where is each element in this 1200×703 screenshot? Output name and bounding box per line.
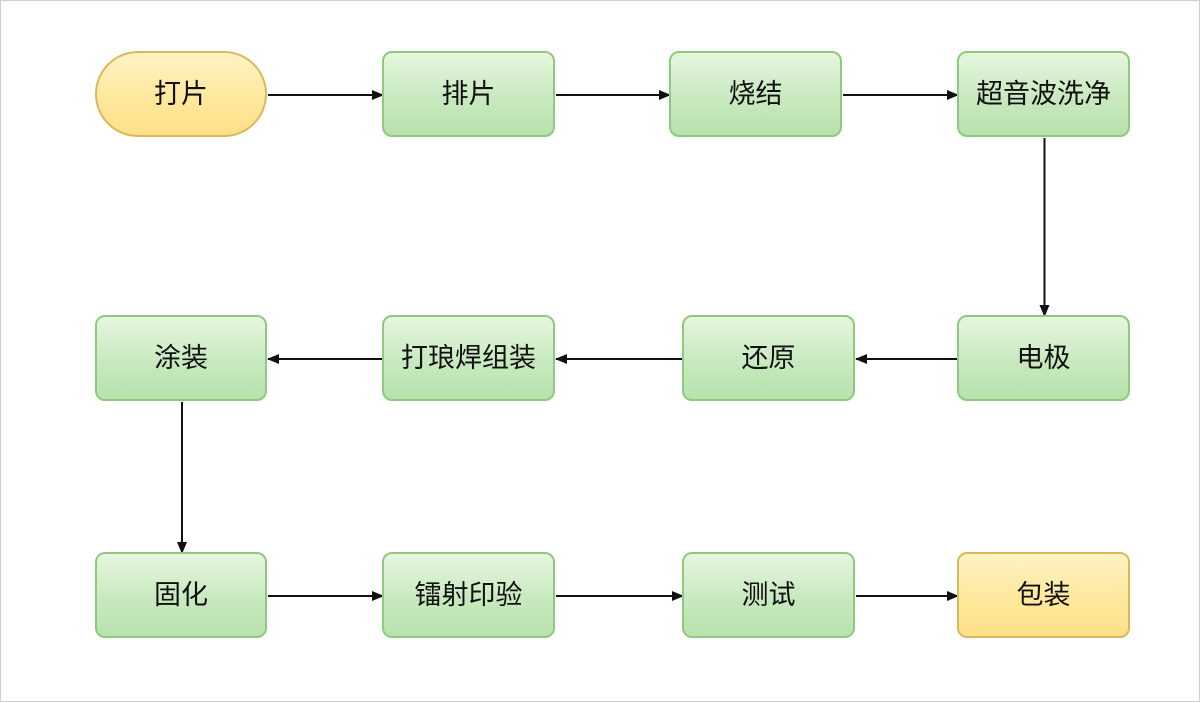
node-label: 排片 bbox=[441, 78, 496, 110]
node-label: 打琅焊组装 bbox=[401, 342, 536, 374]
end-node-baozhuang: 包装 bbox=[957, 552, 1130, 638]
process-node-huanyuan: 还原 bbox=[682, 315, 855, 401]
process-node-laser-marking: 镭射印验 bbox=[382, 552, 555, 638]
process-node-shaojie: 烧结 bbox=[669, 51, 842, 137]
node-label: 电极 bbox=[1016, 342, 1071, 374]
node-label: 固化 bbox=[154, 579, 208, 611]
start-node-dapian: 打片 bbox=[95, 51, 267, 137]
process-node-tuzhuang: 涂装 bbox=[95, 315, 267, 401]
node-label: 镭射印验 bbox=[414, 579, 523, 611]
process-node-ceshi: 测试 bbox=[682, 552, 855, 638]
process-node-guhua: 固化 bbox=[95, 552, 267, 638]
node-label: 还原 bbox=[741, 342, 796, 374]
process-node-paipian: 排片 bbox=[382, 51, 555, 137]
node-label: 测试 bbox=[741, 579, 796, 611]
process-node-assembly: 打琅焊组装 bbox=[382, 315, 555, 401]
node-label: 打片 bbox=[154, 78, 208, 110]
node-label: 涂装 bbox=[154, 342, 208, 374]
node-label: 包装 bbox=[1016, 579, 1071, 611]
node-label: 超音波洗净 bbox=[976, 78, 1111, 110]
process-node-ultrasonic-cleaning: 超音波洗净 bbox=[957, 51, 1130, 137]
process-node-dianji: 电极 bbox=[957, 315, 1130, 401]
node-label: 烧结 bbox=[728, 78, 783, 110]
